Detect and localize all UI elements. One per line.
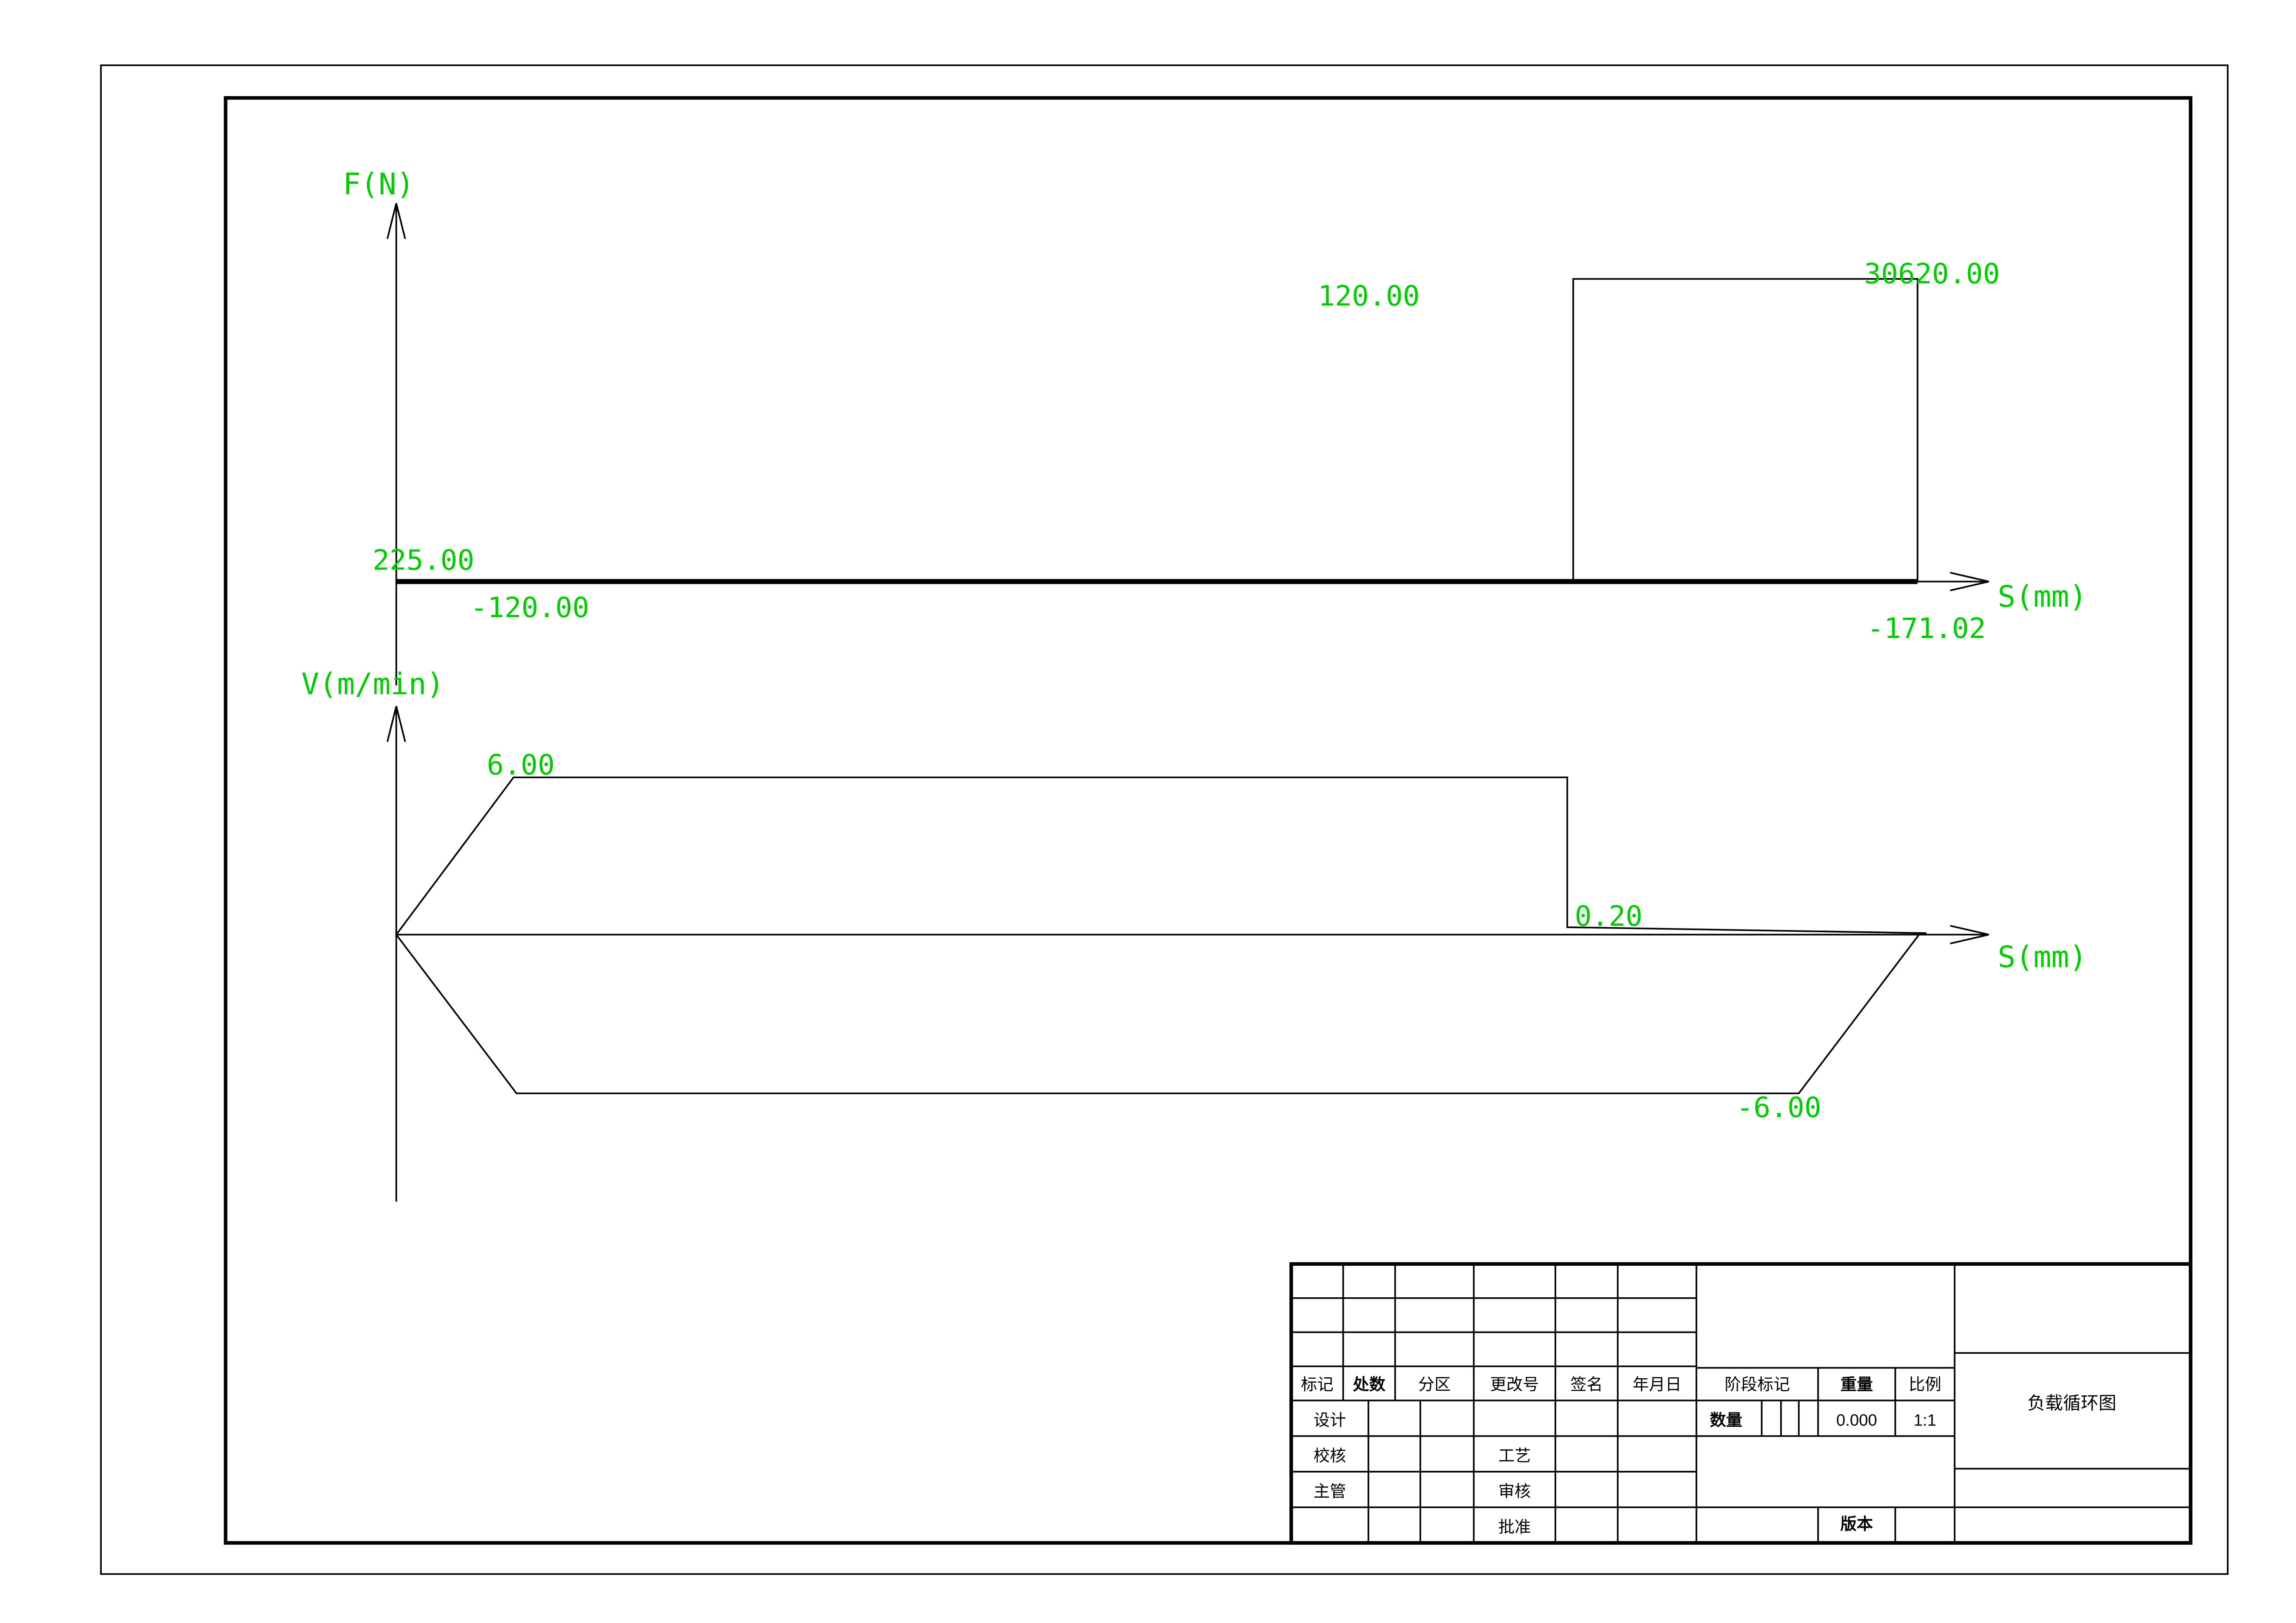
- title-block: 标记 处数 分区 更改号 签名 年月日 设计 校核 主管 工艺 审核 批准 阶段…: [1289, 1262, 2193, 1545]
- velocity-forward-value: 6.00: [487, 749, 555, 781]
- label-weight: 重量: [1840, 1376, 1873, 1394]
- velocity-x-axis-arrow-icon: [1950, 925, 1989, 945]
- velocity-y-axis-label: V(m/min): [301, 667, 444, 702]
- label-quantity: 数量: [1710, 1412, 1743, 1430]
- force-pulse-width-value: 120.00: [1318, 280, 1420, 313]
- value-scale: 1:1: [1913, 1412, 1936, 1430]
- header-change-no: 更改号: [1490, 1376, 1539, 1394]
- drawing-name: 负载循环图: [2027, 1394, 2116, 1413]
- label-stage-mark: 阶段标记: [1725, 1376, 1790, 1394]
- velocity-forward-curve: [396, 776, 1927, 935]
- header-signature: 签名: [1570, 1376, 1603, 1394]
- velocity-x-axis-label: S(mm): [1998, 940, 2087, 975]
- header-count: 处数: [1353, 1376, 1386, 1394]
- force-x-axis-label: S(mm): [1998, 580, 2087, 614]
- label-process: 工艺: [1498, 1447, 1531, 1465]
- force-y-axis-arrow-icon: [386, 203, 406, 239]
- force-peak-value: 30620.00: [1864, 257, 2000, 290]
- velocity-return-curve: [396, 934, 1920, 1095]
- force-x-axis-arrow-icon: [1950, 572, 1989, 591]
- label-scale: 比例: [1909, 1376, 1942, 1394]
- label-version: 版本: [1840, 1515, 1873, 1533]
- force-chart: F(N) S(mm) 225.00 -120.00 120.00 30620.0…: [343, 167, 2087, 686]
- label-designer: 设计: [1313, 1412, 1346, 1430]
- force-neg-left-value: -120.00: [470, 591, 589, 624]
- force-pulse-curve: [1572, 278, 1918, 582]
- title-block-frame: [1289, 1262, 2193, 1545]
- label-checker: 校核: [1313, 1447, 1346, 1465]
- force-y-axis-label: F(N): [343, 167, 414, 202]
- velocity-return-value: -6.00: [1737, 1091, 1821, 1124]
- velocity-creep-value: 0.20: [1575, 900, 1643, 933]
- header-zone: 分区: [1418, 1376, 1451, 1394]
- label-approver: 批准: [1498, 1518, 1531, 1536]
- header-date: 年月日: [1633, 1376, 1682, 1394]
- label-supervisor: 主管: [1313, 1482, 1346, 1500]
- velocity-y-axis-arrow-icon: [386, 706, 406, 742]
- velocity-chart: V(m/min) S(mm) 6.00 0.20 -6.00: [301, 667, 2087, 1202]
- sheet-outer-border: [100, 64, 2229, 1575]
- label-auditor: 审核: [1498, 1482, 1531, 1500]
- header-mark: 标记: [1301, 1376, 1334, 1394]
- sheet-inner-border: [223, 96, 2193, 1545]
- force-origin-value: 225.00: [372, 544, 474, 576]
- force-end-value: -171.02: [1867, 612, 1986, 645]
- value-weight: 0.000: [1836, 1412, 1877, 1430]
